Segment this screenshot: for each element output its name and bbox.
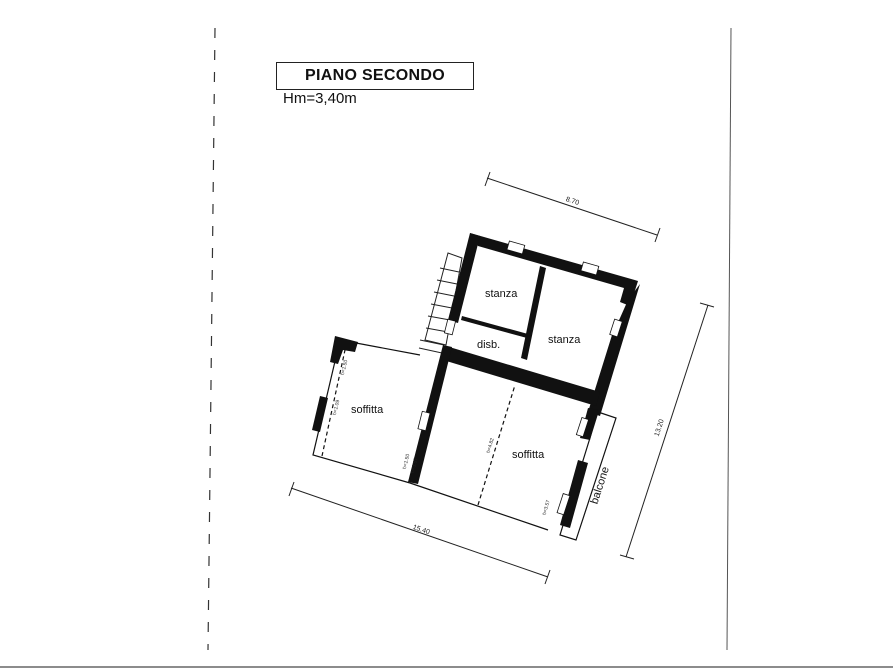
dimension-right: 13.20 <box>654 418 666 437</box>
height-label: h=3.57 <box>410 457 420 474</box>
room-label-soffitta-1: soffitta <box>351 404 384 416</box>
walls <box>312 233 640 528</box>
margin-line-left <box>207 27 216 651</box>
plan-title: PIANO SECONDO <box>276 62 474 90</box>
room-label-stanza-2: stanza <box>548 334 581 346</box>
staircase <box>418 252 463 354</box>
height-label: h=3.57 <box>542 499 552 516</box>
room-label-stanza-1: stanza <box>485 288 518 300</box>
height-note: Hm=3,40m <box>283 90 357 107</box>
dimension-bottom: 15.40 <box>412 524 431 536</box>
dimension-lines <box>288 171 715 585</box>
height-label: h=1.50 <box>402 453 412 470</box>
room-label-balcone: balcone <box>589 465 612 505</box>
margin-line-right <box>726 27 732 651</box>
height-label: h=1.50 <box>340 359 350 376</box>
room-label-soffitta-2: soffitta <box>512 449 545 461</box>
height-label: h=1.09 <box>332 399 342 416</box>
room-label-disb: disb. <box>477 339 500 351</box>
windows <box>417 240 623 516</box>
height-label: h=4.82 <box>486 437 496 454</box>
dimension-top: 8.70 <box>565 196 580 207</box>
